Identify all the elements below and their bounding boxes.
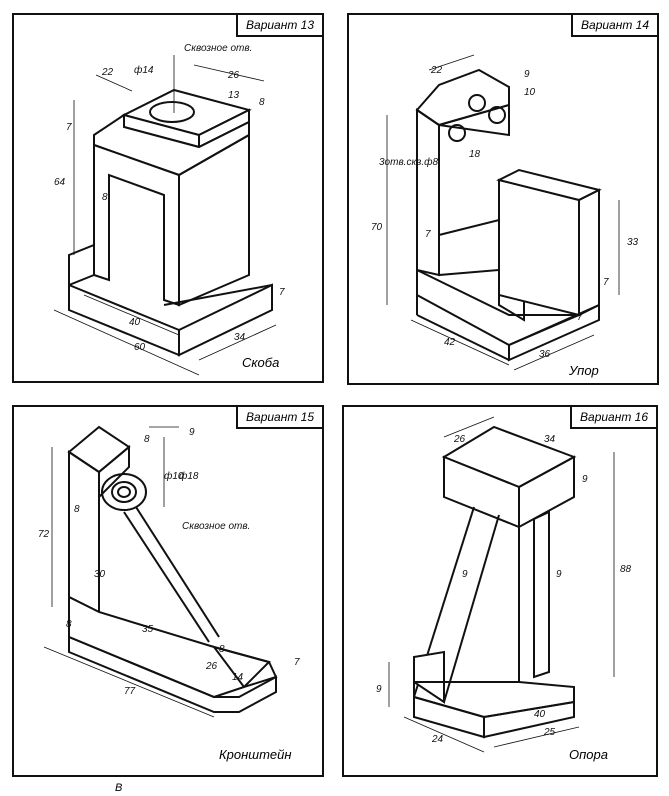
dim-label: 70 [371, 222, 383, 233]
dim-label: 26 [227, 70, 240, 81]
dim-label: 7 [66, 122, 72, 133]
variant-label: Вариант 15 [236, 407, 322, 429]
note-label: Сквозное отв. [182, 521, 250, 532]
dim-label: 14 [232, 672, 244, 683]
drawing-upor: 22 9 10 18 70 7 33 7 7 42 36 3отв.скв.ф8 [371, 54, 639, 371]
panel-variant-16: Вариант 16 26 34 9 9 9 88 9 24 [342, 405, 658, 777]
part-name: Кронштейн [219, 747, 292, 762]
dim-label: 77 [124, 686, 136, 697]
dim-label: 22 [101, 67, 114, 78]
dim-label: 8 [66, 619, 72, 630]
dim-label: 8 [259, 97, 265, 108]
part-name: Скоба [242, 355, 280, 370]
drawing-opora: 26 34 9 9 9 88 9 24 40 25 [376, 416, 632, 753]
dim-label: 24 [431, 734, 444, 745]
part-name: Опора [569, 747, 608, 762]
dim-label: 10 [524, 87, 536, 98]
part-name: Упор [569, 363, 599, 378]
dim-label: 25 [543, 727, 556, 738]
dim-label: 30 [94, 569, 106, 580]
dim-label: 7 [577, 312, 583, 323]
dim-label: 18 [469, 149, 481, 160]
dim-label: 9 [582, 474, 588, 485]
dim-label: 64 [54, 177, 66, 188]
drawing-kronshtein: 8 9 ф10 ф18 72 8 30 8 35 8 26 14 77 7 Ск… [38, 425, 300, 718]
dim-label: ф14 [134, 64, 154, 76]
dim-label: 7 [425, 229, 431, 240]
dim-label: ф10 [164, 470, 184, 482]
dim-label: 8 [102, 192, 108, 203]
dim-label: 8 [219, 644, 225, 655]
dim-label: 22 [430, 65, 443, 76]
dim-label: 9 [376, 684, 382, 695]
dim-label: 34 [234, 332, 246, 343]
dim-label: 9 [524, 69, 530, 80]
dim-label: 33 [627, 237, 639, 248]
dim-label: 26 [205, 661, 218, 672]
dim-label: 36 [539, 349, 551, 360]
dim-label: 35 [142, 624, 154, 635]
dim-label: 7 [294, 657, 300, 668]
dim-label: 9 [189, 427, 195, 438]
dim-label: 40 [129, 317, 141, 328]
panel-variant-14: Вариант 14 22 9 10 18 [347, 13, 659, 385]
dim-label: 42 [444, 337, 456, 348]
dim-label: 34 [544, 434, 556, 445]
variant-label: Вариант 16 [570, 407, 656, 429]
note-label: 3отв.скв.ф8 [379, 156, 439, 168]
dim-label: 7 [603, 277, 609, 288]
dim-label: 8 [74, 504, 80, 515]
dim-label: 40 [534, 709, 546, 720]
panel-variant-13: Вариант 13 2 [12, 13, 324, 383]
variant-label: Вариант 14 [571, 15, 657, 37]
dim-label: 9 [556, 569, 562, 580]
dim-label: 72 [38, 529, 50, 540]
dim-label: 9 [462, 569, 468, 580]
dim-label: ф18 [179, 470, 199, 482]
dim-label: 88 [620, 564, 632, 575]
dim-label: 8 [144, 434, 150, 445]
drawing-skoba: 22 ф14 26 13 8 7 64 8 40 60 34 7 Сквозно… [53, 43, 285, 376]
caption-fragment: В [115, 782, 123, 794]
panel-variant-15: Вариант 15 8 9 ф10 ф18 72 8 30 8 35 [12, 405, 324, 777]
dim-label: 7 [279, 287, 285, 298]
dim-label: 26 [453, 434, 466, 445]
note-label: Сквозное отв. [184, 43, 252, 54]
dim-label: 60 [134, 342, 146, 353]
dim-label: 13 [228, 90, 240, 101]
variant-label: Вариант 13 [236, 15, 322, 37]
